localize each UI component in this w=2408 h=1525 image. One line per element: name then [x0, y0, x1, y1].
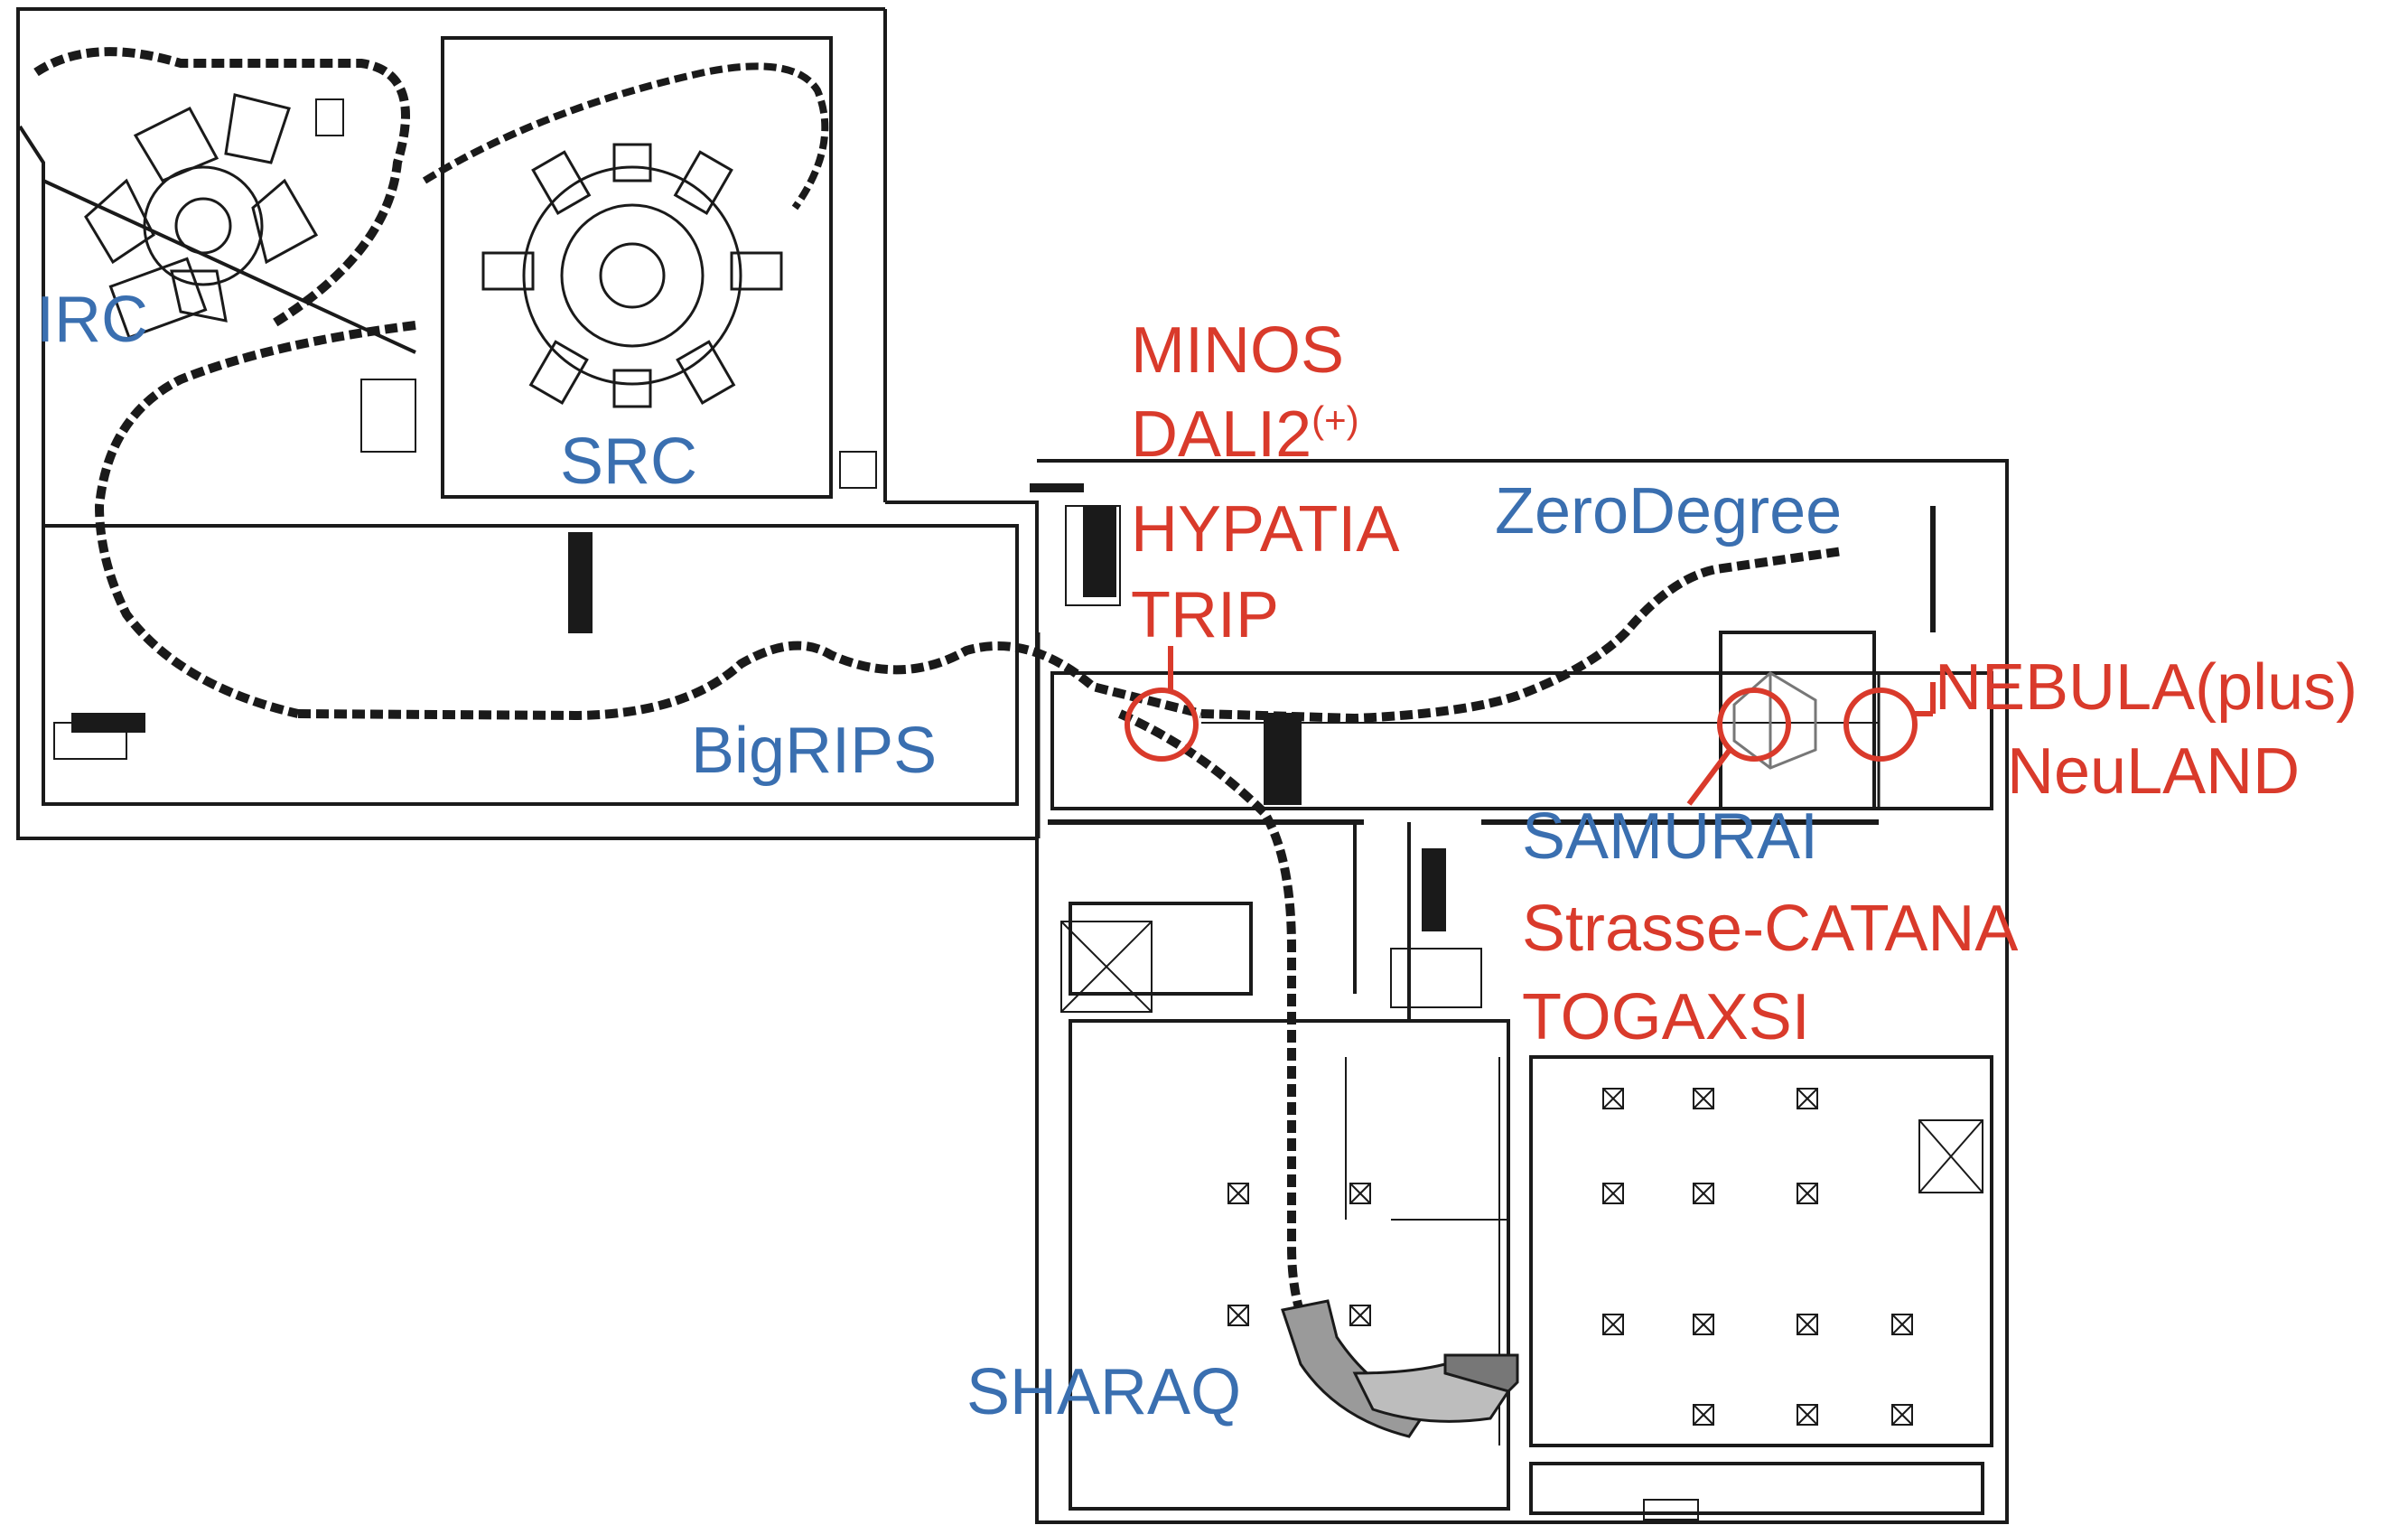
- circle-marker-icon: [1843, 688, 1918, 762]
- small-block-3: [315, 98, 344, 136]
- label-strasse-catana: Strasse-CATANA: [1522, 893, 2018, 965]
- grid-box: [1390, 948, 1482, 1008]
- label-minos: MINOS: [1131, 314, 1344, 387]
- pillar-cross-icon: [1602, 1314, 1624, 1335]
- pillars: [1227, 1088, 1913, 1426]
- experiment-markers: [1125, 646, 1936, 806]
- circle-marker-icon: [1717, 688, 1791, 762]
- label-dali2-main: DALI2: [1131, 398, 1311, 471]
- pillar-cross-icon: [1797, 1314, 1818, 1335]
- circle-marker-icon: [1125, 688, 1199, 762]
- solid-block-3: [1264, 713, 1302, 805]
- beam-lines: [33, 47, 1879, 1340]
- pillar-cross-icon: [1693, 1404, 1714, 1426]
- label-nebula: NEBULA(plus): [1935, 651, 2357, 724]
- src-cyclotron: [481, 143, 783, 408]
- outer-wall-right: [1035, 459, 2009, 1524]
- sharaq-spectrometer: [1281, 1299, 1519, 1438]
- inner-details: [53, 98, 1983, 1520]
- pillar-cross-icon: [1797, 1088, 1818, 1109]
- crossed-box-3: [1918, 1119, 1983, 1193]
- pillar-cross-icon: [1349, 1183, 1371, 1204]
- small-block-2: [839, 451, 877, 489]
- stair-box: [1069, 902, 1253, 996]
- pillar-cross-icon: [1797, 1404, 1818, 1426]
- label-dali2: DALI2(+): [1131, 398, 1359, 471]
- pillar-cross-icon: [1349, 1305, 1371, 1326]
- samurai-corridor: [1050, 671, 1993, 810]
- labels: IRC SRC BigRIPS ZeroDegree SAMURAI SHARA…: [36, 284, 2357, 1428]
- src-vault: [441, 36, 833, 499]
- pillar-cross-icon: [1602, 1088, 1624, 1109]
- solid-block-1: [568, 532, 593, 633]
- label-sharaq: SHARAQ: [966, 1356, 1241, 1428]
- irc-vault-wall: [18, 125, 45, 526]
- label-dali2-sup: (+): [1311, 398, 1359, 441]
- crossed-box-1: [1060, 921, 1153, 1013]
- label-zerodegree: ZeroDegree: [1495, 475, 1842, 547]
- pillar-cross-icon: [1693, 1088, 1714, 1109]
- outer-wall-left: [16, 7, 1039, 840]
- crossed-box-2: [1643, 1499, 1699, 1520]
- pillar-cross-icon: [1693, 1183, 1714, 1204]
- pillar-cross-icon: [1602, 1183, 1624, 1204]
- stair-small: [360, 379, 416, 453]
- label-samurai: SAMURAI: [1522, 800, 1818, 873]
- label-togaxsi: TOGAXSI: [1522, 981, 1810, 1053]
- pillar-cross-icon: [1693, 1314, 1714, 1335]
- pillar-cross-icon: [1227, 1183, 1249, 1204]
- pillar-hall: [1529, 1055, 1993, 1447]
- irc-inner-wall: [42, 179, 416, 354]
- solid-block-4: [1422, 848, 1446, 931]
- solid-block-2: [1083, 505, 1116, 597]
- pillar-cross-icon: [1797, 1183, 1818, 1204]
- samurai-leader-line: [1686, 748, 1732, 806]
- irc-cyclotron: [84, 93, 319, 340]
- bottom-strip: [1529, 1462, 1984, 1515]
- bigrips-hall: [42, 524, 1019, 806]
- pillar-cross-icon: [1227, 1305, 1249, 1326]
- pillar-cross-icon: [1891, 1314, 1913, 1335]
- samurai-room: [1719, 631, 1876, 810]
- label-bigrips: BigRIPS: [691, 715, 937, 787]
- label-src: SRC: [560, 426, 697, 498]
- label-irc: IRC: [36, 284, 148, 356]
- label-neuland: NeuLAND: [2007, 735, 2300, 808]
- solid-block-5: [71, 713, 145, 733]
- label-hypatia: HYPATIA: [1131, 493, 1399, 566]
- pillar-cross-icon: [1891, 1404, 1913, 1426]
- label-trip: TRIP: [1131, 579, 1279, 651]
